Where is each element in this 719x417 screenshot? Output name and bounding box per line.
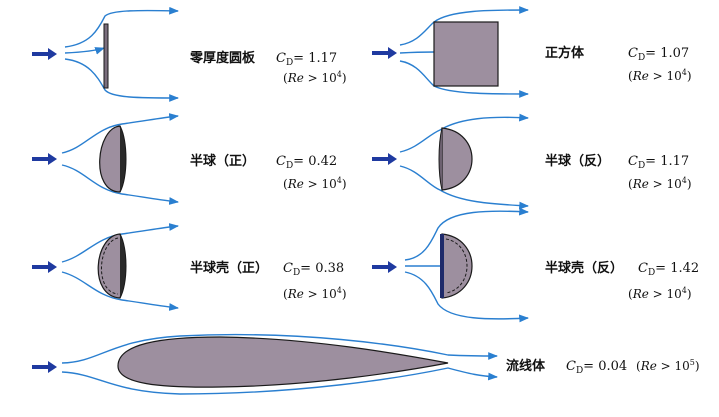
incoming-arrow-icon <box>372 47 397 59</box>
shape-hemisphere-reverse <box>372 113 529 210</box>
label-disk: 零厚度圆板 <box>189 50 256 66</box>
cd-hemisphere-reverse: CD= 1.17 <box>628 154 689 171</box>
incoming-arrow-icon <box>32 261 57 273</box>
re-shell-reverse: (Re > 104) <box>628 286 692 301</box>
re-disk: (Re > 104) <box>283 70 347 85</box>
label-cube: 正方体 <box>545 45 585 61</box>
cd-streamline-body: CD= 0.04 <box>566 359 627 376</box>
cd-shell-front: CD= 0.38 <box>283 261 344 278</box>
cd-hemisphere-front: CD= 0.42 <box>276 154 337 171</box>
label-streamline-body: 流线体 <box>506 358 546 374</box>
incoming-arrow-icon <box>372 261 397 273</box>
re-hemisphere-front: (Re > 104) <box>283 176 347 191</box>
shape-shell-reverse <box>372 207 529 323</box>
cd-cube: CD= 1.07 <box>628 46 689 63</box>
incoming-arrow-icon <box>32 153 57 165</box>
label-hemisphere-front: 半球（正） <box>190 153 255 169</box>
re-cube: (Re > 104) <box>628 68 692 83</box>
label-shell-front: 半球壳（正） <box>190 260 268 276</box>
cd-disk: CD= 1.17 <box>276 51 337 68</box>
re-hemisphere-reverse: (Re > 104) <box>628 176 692 191</box>
shape-streamline-body <box>32 333 498 395</box>
shape-cube <box>372 6 529 98</box>
shape-disk <box>32 6 179 102</box>
label-shell-reverse: 半球壳（反） <box>545 260 623 276</box>
label-hemisphere-reverse: 半球（反） <box>545 153 610 169</box>
incoming-arrow-icon <box>32 48 57 60</box>
shape-hemisphere-front <box>32 113 179 205</box>
incoming-arrow-icon <box>372 153 397 165</box>
shape-shell-front <box>32 223 179 311</box>
re-streamline-body: (Re > 105) <box>636 358 700 373</box>
incoming-arrow-icon <box>32 361 57 373</box>
re-shell-front: (Re > 104) <box>283 286 347 301</box>
cd-shell-reverse: CD= 1.42 <box>638 261 699 278</box>
